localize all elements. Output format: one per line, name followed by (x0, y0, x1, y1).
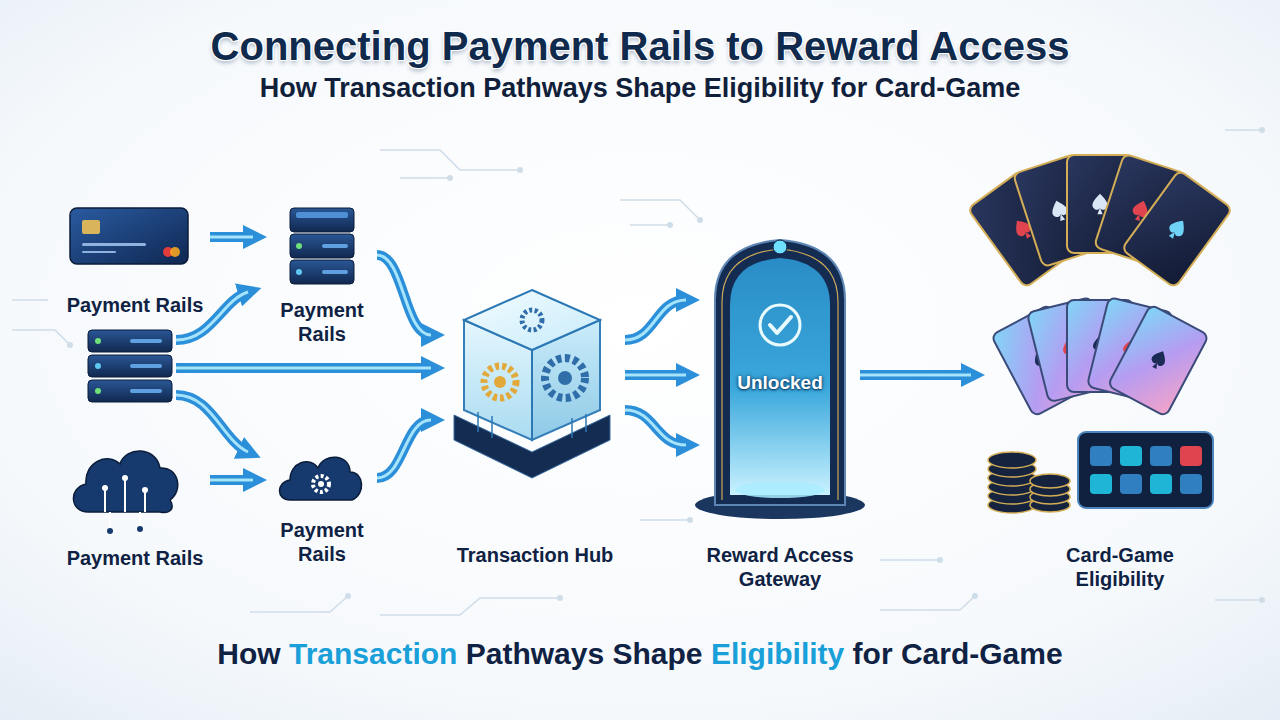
game-panel (1078, 432, 1213, 508)
flow-arrow (210, 480, 253, 481)
caption-word: Card-Game (901, 637, 1063, 670)
arrow-highlight (377, 255, 431, 335)
arrow-highlight (860, 374, 971, 377)
caption-word: for (853, 637, 893, 670)
decorative-arrows (176, 292, 431, 452)
arrow-highlight (625, 300, 686, 340)
arrow-highlight (377, 420, 431, 478)
card-game-node: Card-Game Eligibility (985, 140, 1255, 595)
flow-arrow (210, 237, 253, 238)
caption-word: Transaction (289, 637, 457, 670)
title-text: Connecting Payment Rails to Reward Acces… (0, 22, 1280, 70)
payment-rail-node: Payment Rails (267, 205, 377, 350)
flow-arrow (625, 300, 686, 340)
arrow-body (860, 370, 971, 380)
holo-card-fan (991, 297, 1209, 417)
flow-arrow (377, 255, 431, 335)
node-label: Payment Rails (60, 546, 210, 570)
payment-rail-node: Payment Rails (267, 445, 377, 570)
arrow-body (625, 300, 686, 340)
title-holder: Connecting Payment Rails to Reward Acces… (0, 22, 1280, 70)
caption-text: How Transaction Pathways Shape Eligibili… (0, 636, 1280, 672)
status-text: Unlocked (700, 371, 860, 395)
flow-arrow (377, 420, 431, 478)
subtitle-text-holder: How Transaction Pathways Shape Eligibili… (0, 72, 1280, 105)
caption-word: Eligibility (711, 637, 844, 670)
arrow-body (625, 410, 686, 445)
circuit-dots (67, 127, 1265, 603)
server-icon (88, 330, 172, 402)
caption-holder: How Transaction Pathways Shape Eligibili… (0, 636, 1280, 672)
arrow-body (625, 370, 686, 380)
reward-gateway-node: UnlockedReward Access Gateway (700, 245, 860, 595)
gateway-arch (695, 240, 865, 519)
arrow-highlight (210, 479, 253, 482)
arrow-highlight (625, 374, 686, 377)
circuit-lines (12, 130, 1262, 615)
arrow-body (210, 475, 253, 485)
arrow-body (210, 232, 253, 242)
flow-arrow (860, 375, 971, 376)
arrow-highlight (210, 236, 253, 239)
chip-stacks (988, 452, 1070, 513)
node-label: Payment Rails (267, 298, 377, 346)
node-label: Payment Rails (60, 293, 210, 317)
node-label: Card-Game Eligibility (1040, 543, 1200, 591)
node-label: Transaction Hub (445, 543, 625, 567)
card-fan (968, 154, 1233, 288)
flow-arrow (625, 375, 686, 376)
payment-rail-node: Payment Rails (60, 205, 210, 321)
caption-word: How (217, 637, 280, 670)
node-label: Reward Access Gateway (700, 543, 860, 591)
server-icon (290, 208, 354, 284)
flow-arrow (625, 410, 686, 445)
payment-rail-node: Payment Rails (60, 440, 210, 574)
cloud-icon (73, 451, 177, 534)
arrow-highlight (625, 410, 686, 445)
transaction-hub-node: Transaction Hub (445, 285, 625, 571)
node-label: Payment Rails (267, 518, 377, 566)
credit-card-icon (70, 208, 188, 264)
caption-word: Pathways (466, 637, 604, 670)
hub-cube (454, 290, 610, 478)
caption-word: Shape (613, 637, 703, 670)
cloud-icon (280, 457, 362, 500)
arrow-body (377, 255, 431, 335)
arrow-body (377, 420, 431, 478)
subtitle-text: How Transaction Pathways Shape Eligibili… (0, 72, 1280, 105)
